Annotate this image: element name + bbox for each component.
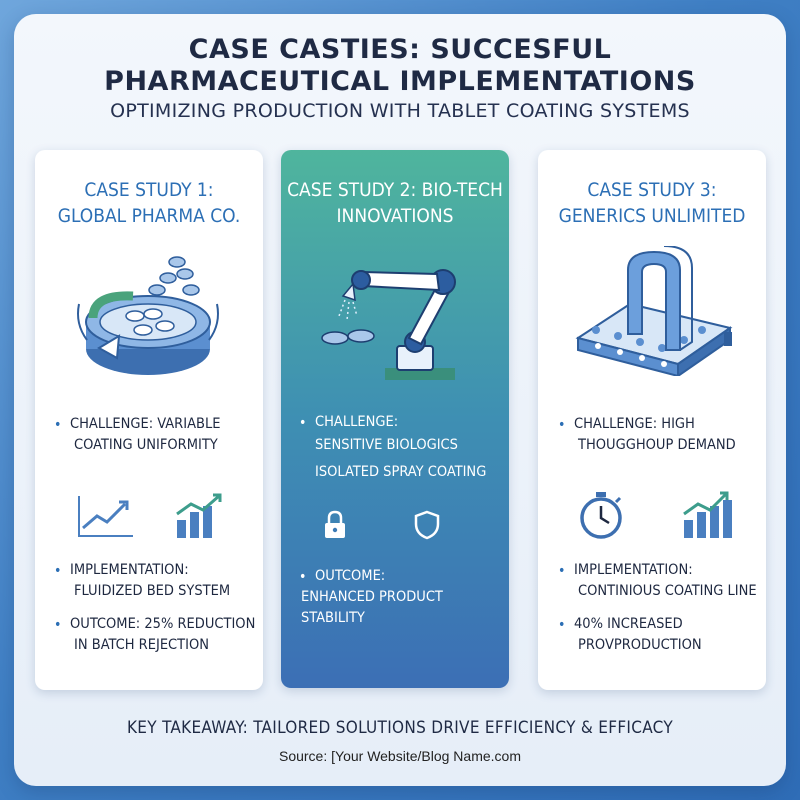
subtitle: OPTIMIZING PRODUCTION WITH TABLET COATIN… xyxy=(110,100,690,122)
challenge-bullet: • CHALLENGE: HIGH THOUGGHOUP DEMAND xyxy=(558,414,736,456)
key-takeaway: KEY TAKEAWAY: TAILORED SOLUTIONS DRIVE E… xyxy=(126,718,673,738)
challenge-bullet: • CHALLENGE: SENSITIVE BIOLOGICS ISOLATE… xyxy=(299,412,487,483)
bullet-dot: • xyxy=(54,417,62,433)
implementation-bullet: • IMPLEMENTATION: CONTINIOUS COATING LIN… xyxy=(558,560,757,602)
stopwatch-icon xyxy=(580,492,622,539)
outcome-bullet: • 40% INCREASED PROVPRODUCTION xyxy=(558,614,702,656)
implementation-line-2: CONTINIOUS COATING LINE xyxy=(578,583,757,599)
trend-line-icon xyxy=(78,496,133,537)
bullet-dot: • xyxy=(299,569,307,585)
case-study-card-1: CASE STUDY 1: GLOBAL PHARMA CO. • CHALLE… xyxy=(35,150,263,690)
challenge-line-1: CHALLENGE: HIGH xyxy=(574,416,695,432)
title-line-1: CASE CASTIES: SUCCESFUL xyxy=(188,34,612,65)
challenge-line-3: ISOLATED SPRAY COATING xyxy=(315,464,487,480)
bar-growth-icon xyxy=(176,493,222,538)
bullet-dot: • xyxy=(558,563,566,579)
outcome-line-2: IN BATCH REJECTION xyxy=(74,637,210,653)
bar-growth-icon xyxy=(683,491,732,538)
card-title-line-1: CASE STUDY 1: xyxy=(84,179,214,201)
outcome-bullet: • OUTCOME: ENHANCED PRODUCT STABILITY xyxy=(299,566,509,629)
challenge-line-1: CHALLENGE: xyxy=(315,414,399,430)
bullet-dot: • xyxy=(558,617,566,633)
outcome-bullet: • OUTCOME: 25% REDUCTION IN BATCH REJECT… xyxy=(54,614,256,656)
challenge-line-2: COATING UNIFORMITY xyxy=(74,437,218,453)
card-title-line-2: GENERICS UNLIMITED xyxy=(558,205,746,227)
card-title-line-1: CASE STUDY 2: BIO-TECH xyxy=(287,179,503,201)
challenge-line-2: THOUGGHOUP DEMAND xyxy=(578,437,736,453)
implementation-line-2: FLUIDIZED BED SYSTEM xyxy=(74,583,231,599)
bullet-dot: • xyxy=(299,415,307,431)
coating-drum-icon xyxy=(77,256,219,375)
outcome-line-1: OUTCOME: 25% REDUCTION xyxy=(70,616,256,632)
outcome-line-1: 40% INCREASED xyxy=(574,616,683,632)
challenge-line-2: SENSITIVE BIOLOGICS xyxy=(315,437,458,453)
card-title-line-2: INNOVATIONS xyxy=(336,205,454,227)
implementation-line-1: IMPLEMENTATION: xyxy=(574,562,693,578)
title-line-2: PHARMACEUTICAL IMPLEMENTATIONS xyxy=(104,66,696,97)
lock-icon xyxy=(325,510,345,538)
bullet-dot: • xyxy=(54,617,62,633)
card-title-line-1: CASE STUDY 3: xyxy=(587,179,717,201)
conveyor-coater-icon xyxy=(575,246,733,376)
outcome-line-2: PROVPRODUCTION xyxy=(578,637,702,653)
bullet-dot: • xyxy=(558,417,566,433)
outcome-line-1: OUTCOME: xyxy=(315,568,386,584)
case-study-card-2: CASE STUDY 2: BIO-TECH INNOVATIONS • CHA… xyxy=(281,150,509,688)
card-title-line-2: GLOBAL PHARMA CO. xyxy=(57,205,241,227)
challenge-bullet: • CHALLENGE: VARIABLE COATING UNIFORMITY xyxy=(54,414,221,456)
case-study-card-3: CASE STUDY 3: GENERICS UNLIMITED • CHALL… xyxy=(538,150,766,690)
shield-icon xyxy=(414,510,440,540)
challenge-line-1: CHALLENGE: VARIABLE xyxy=(70,416,221,432)
implementation-bullet: • IMPLEMENTATION: FLUIDIZED BED SYSTEM xyxy=(54,560,231,602)
implementation-line-1: IMPLEMENTATION: xyxy=(70,562,189,578)
robot-arm-icon xyxy=(321,269,456,380)
source-credit: Source: [Your Website/Blog Name.com xyxy=(278,748,521,764)
outcome-line-2: ENHANCED PRODUCT STABILITY xyxy=(301,589,443,626)
bullet-dot: • xyxy=(54,563,62,579)
